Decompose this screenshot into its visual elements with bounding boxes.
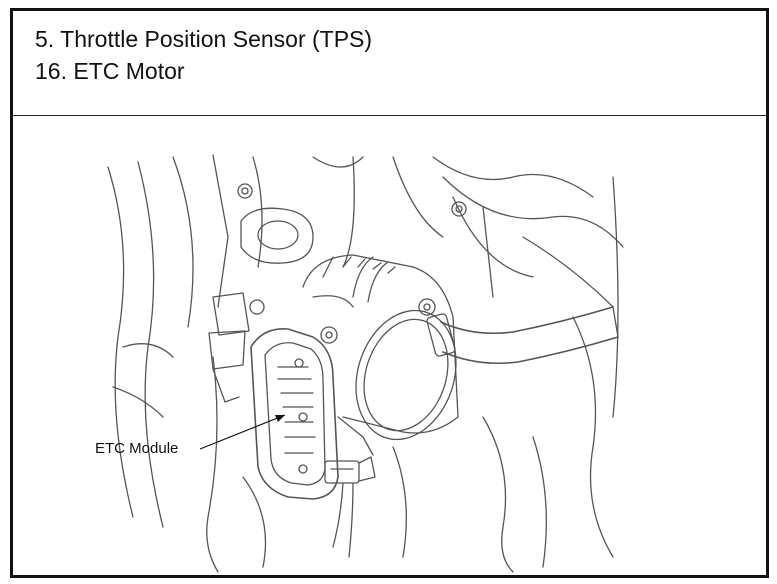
- sensor-bracket: [212, 292, 250, 336]
- line-drawing: ETC Module: [95, 154, 624, 573]
- throttle-body-housing: [302, 254, 459, 434]
- bolt-housing-mid: [320, 326, 338, 344]
- mounting-flange: [240, 207, 314, 264]
- callout-leader-line: [199, 414, 286, 450]
- etc-connector: [324, 460, 360, 484]
- throttle-bore: [355, 309, 457, 441]
- etc-module-housing: [250, 328, 339, 500]
- bolt-top-left: [237, 183, 253, 199]
- callout-arrowhead: [275, 415, 285, 422]
- background-hose-left: [107, 166, 134, 518]
- bolt-housing-top: [418, 298, 436, 316]
- coolant-hose: [440, 306, 614, 335]
- hose-clamp: [426, 313, 456, 357]
- figure-frame: 5. Throttle Position Sensor (TPS) 16. ET…: [10, 8, 769, 578]
- throttle-body-illustration: ETC Module: [13, 117, 766, 575]
- callout-etc-module: ETC Module: [95, 440, 178, 457]
- caption-tps: 5. Throttle Position Sensor (TPS): [35, 26, 373, 52]
- caption-etc-motor: 16. ETC Motor: [35, 58, 185, 84]
- bolt-top-right: [451, 201, 467, 217]
- caption-header: 5. Throttle Position Sensor (TPS) 16. ET…: [13, 11, 766, 116]
